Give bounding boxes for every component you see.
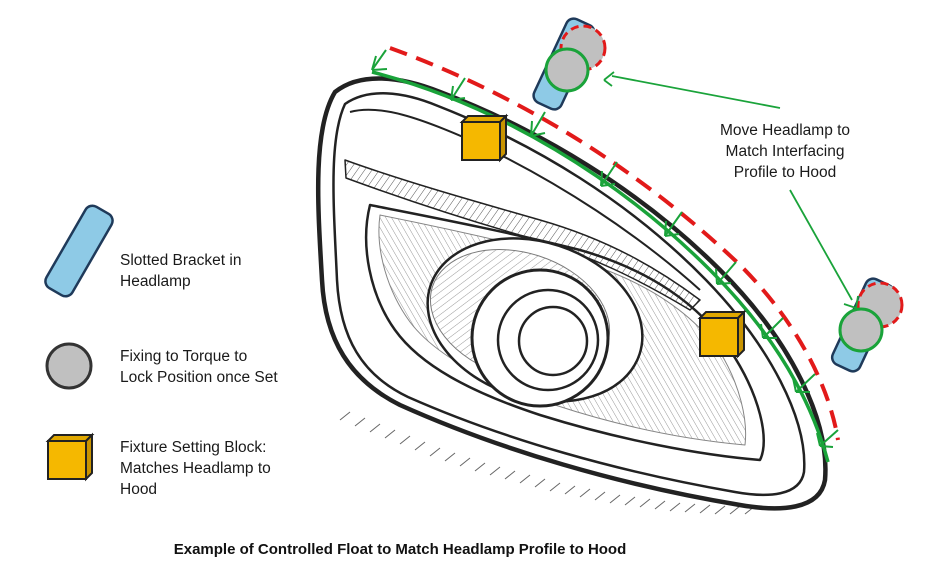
setting-block-icon [45, 432, 95, 482]
inner-bezel [364, 203, 765, 462]
bracket-assembly-upper [532, 17, 607, 111]
bracket-assembly-lower [830, 277, 904, 373]
upper-reflector [344, 159, 701, 311]
float-limit-arc [389, 46, 840, 441]
legend-icons [44, 204, 114, 482]
headlamp [315, 76, 828, 511]
ground-shadow [339, 411, 756, 515]
legend-label-block: Fixture Setting Block: Matches Headlamp … [120, 439, 271, 498]
move-headlamp-callout: Move Headlamp to Match Interfacing Profi… [719, 122, 851, 181]
projector-lens-inner [517, 305, 589, 377]
setting-block-upper [459, 113, 509, 163]
headlamp-inner-shell [332, 92, 806, 497]
legend-label-fixing: Fixing to Torque to Lock Position once S… [120, 348, 278, 386]
setting-block-lower [697, 309, 747, 359]
figure-caption: Example of Controlled Float to Match Hea… [173, 541, 627, 558]
legend-label-bracket: Slotted Bracket in Headlamp [120, 252, 242, 290]
profile-arrows [371, 49, 839, 448]
callout-leaders [603, 71, 859, 309]
fixing-icon [45, 342, 93, 390]
headlamp-outer-shell [315, 76, 828, 511]
slotted-bracket-icon [44, 204, 114, 298]
